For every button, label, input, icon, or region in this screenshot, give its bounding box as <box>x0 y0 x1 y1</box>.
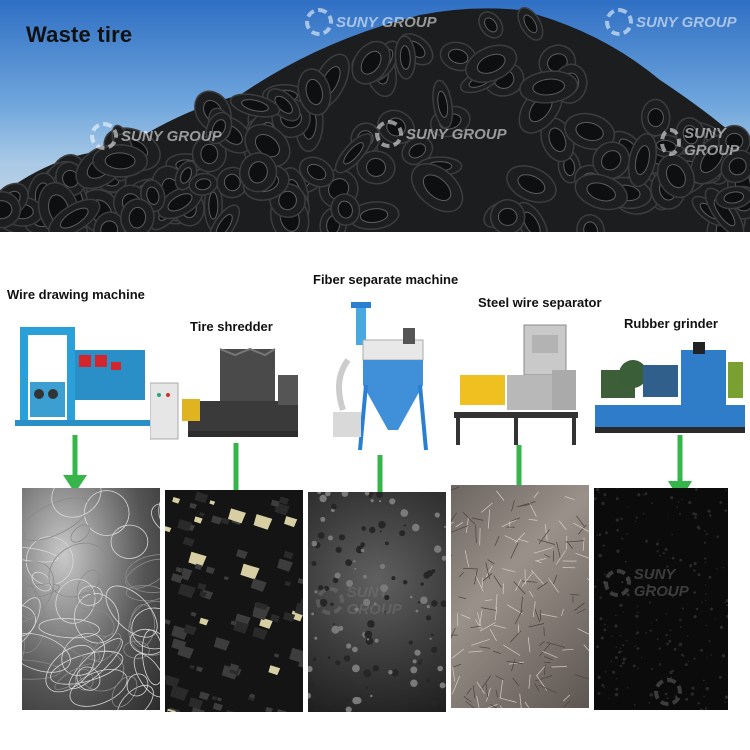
fiber-separate-machine-image <box>333 302 428 451</box>
fiber-texture <box>308 492 446 712</box>
gear-icon <box>660 128 682 156</box>
steel-wire-separator-image <box>454 324 578 445</box>
label-steel-wire-separator: Steel wire separator <box>478 295 602 310</box>
gear-icon <box>375 120 403 148</box>
fiber-powder-photo: SUNY GROUP <box>308 492 446 712</box>
watermark-logo <box>654 678 682 706</box>
fine-steel-photo <box>451 485 589 708</box>
watermark-logo: SUNY GROUP <box>316 584 446 618</box>
gear-icon <box>605 8 633 36</box>
rubber-chips-photo <box>165 490 303 712</box>
process-arrow <box>63 435 87 493</box>
watermark-logo: SUNY GROUP <box>660 125 750 159</box>
steel-fiber-texture <box>451 486 589 708</box>
gear-icon <box>654 678 682 706</box>
watermark-logo: SUNY GROUP <box>375 120 507 148</box>
waste-tire-photo: Waste tire SUNY GROUP SUNY GROUP SUNY GR… <box>0 0 750 232</box>
watermark-logo: SUNY GROUP <box>90 122 222 150</box>
label-wire-drawing-machine: Wire drawing machine <box>7 287 145 302</box>
label-rubber-grinder: Rubber grinder <box>624 316 718 331</box>
tire-shredder-image <box>150 347 298 440</box>
gear-icon <box>90 122 118 150</box>
gear-icon <box>305 8 333 36</box>
watermark-logo: SUNY GROUP <box>305 8 437 36</box>
gear-icon <box>316 587 344 615</box>
rubber-powder-photo: SUNY GROUP <box>594 488 728 710</box>
waste-tire-title: Waste tire <box>26 22 133 47</box>
label-fiber-separate-machine: Fiber separate machine <box>313 272 459 287</box>
wire-drawing-machine-image <box>15 327 150 426</box>
tire-pile-image <box>0 7 750 232</box>
rubber-chip-texture <box>165 491 303 712</box>
wire-coils <box>22 488 160 710</box>
rubber-grinder-image <box>595 342 745 433</box>
steel-wire-photo <box>22 488 160 710</box>
gear-icon <box>604 569 631 597</box>
watermark-logo: SUNY GROUP <box>604 566 728 600</box>
label-tire-shredder: Tire shredder <box>190 319 273 334</box>
watermark-logo: SUNY GROUP <box>605 8 737 36</box>
